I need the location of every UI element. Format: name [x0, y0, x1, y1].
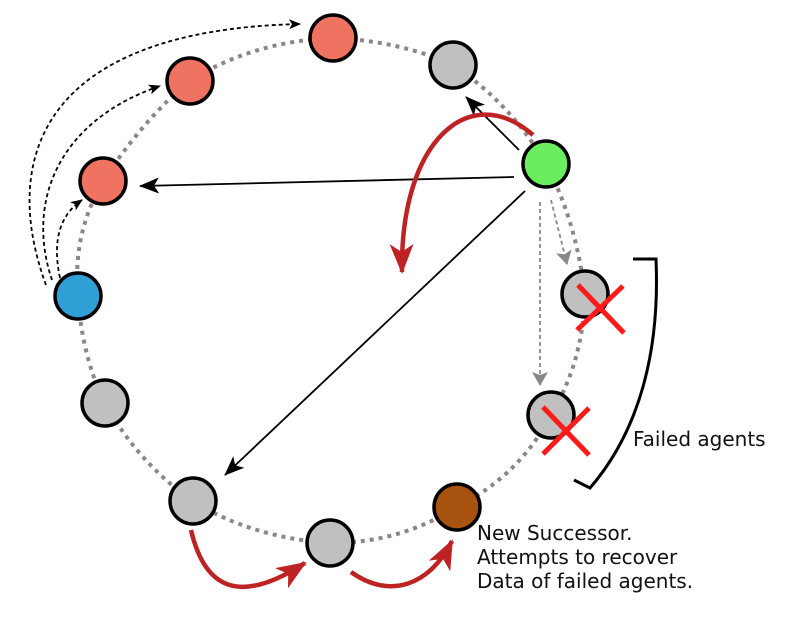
recovery-arrow	[349, 539, 455, 589]
node-querying	[521, 139, 571, 189]
finger-arrow	[224, 190, 526, 476]
probe-arrow	[550, 199, 572, 265]
replication-arrow	[56, 199, 83, 279]
node-idle	[80, 378, 130, 428]
replication-arrow	[28, 19, 301, 286]
recovery-arrows	[188, 112, 535, 589]
node-replica	[308, 13, 358, 63]
replication-arrow	[42, 84, 161, 281]
node-replica	[165, 56, 215, 106]
node-replica	[78, 156, 128, 206]
nodes	[53, 13, 610, 568]
failed-x-icon	[541, 405, 591, 457]
failed-x-icon	[575, 283, 626, 335]
successor-label-line: Data of failed agents.	[477, 569, 694, 593]
node-idle	[168, 476, 218, 526]
failed-agents-label: Failed agents	[633, 427, 766, 451]
finger-arrow	[465, 96, 520, 151]
replication-arrows	[28, 19, 301, 286]
ring-segment	[188, 36, 334, 83]
failed-agents-bracket	[573, 257, 658, 490]
node-idle	[305, 518, 355, 568]
recovery-arrow	[188, 529, 307, 589]
finger-arrow	[139, 176, 515, 194]
ring-segment	[549, 293, 587, 417]
successor-label-line: Attempts to recover	[477, 545, 678, 569]
node-idle	[428, 40, 478, 90]
failure-marks	[541, 283, 626, 457]
finger-arrows	[139, 96, 526, 476]
probe-arrows	[532, 199, 572, 386]
node-successor	[432, 482, 482, 532]
successor-label: New Successor. Attempts to recover Data …	[477, 521, 693, 593]
node-origin	[53, 271, 103, 321]
ring	[75, 36, 587, 545]
successor-label-line: New Successor.	[477, 521, 633, 545]
recovery-arrow	[389, 112, 535, 274]
